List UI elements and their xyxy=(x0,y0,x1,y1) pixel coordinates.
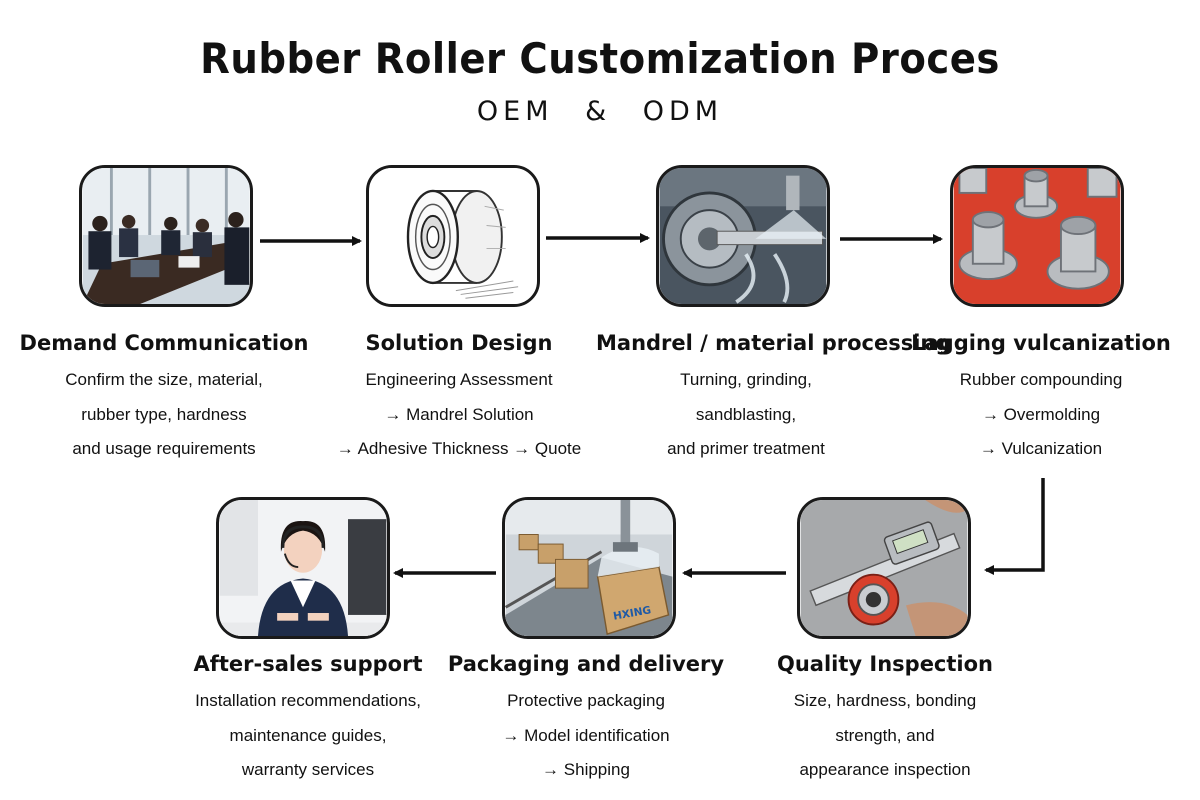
step-description: Engineering Assessment → Mandrel Solutio… xyxy=(309,363,609,467)
caliper-inspection-icon xyxy=(797,497,971,639)
meeting-photo-icon xyxy=(79,165,253,307)
step-description: Protective packaging → Model identificat… xyxy=(436,684,736,788)
roller-sketch-icon xyxy=(366,165,540,307)
step-description-line: Protective packaging xyxy=(507,691,665,710)
step-description-line: Engineering Assessment xyxy=(365,370,553,389)
step-description-line: appearance inspection xyxy=(799,760,971,779)
step-description-line: rubber type, hardness xyxy=(81,404,247,424)
page-subtitle: OEM & ODM xyxy=(476,96,724,127)
support-agent-icon xyxy=(216,497,390,639)
step-description-line: Confirm the size, material, xyxy=(65,370,263,389)
step-description-line: → Adhesive Thickness → Quote xyxy=(336,439,582,458)
packaging-line-icon: HXING xyxy=(502,497,676,639)
step-description: Rubber compounding → Overmolding → Vulca… xyxy=(891,363,1191,467)
step-title: Packaging and delivery xyxy=(447,652,725,676)
step-description: Turning, grinding, sandblasting, and pri… xyxy=(596,363,896,467)
step-description-line: → Mandrel Solution xyxy=(384,404,534,424)
step-title: Mandrel / material processing xyxy=(596,331,951,355)
step-description-line: strength, and xyxy=(835,725,935,745)
step-description-line: Rubber compounding xyxy=(959,370,1123,389)
vulcanized-rollers-icon xyxy=(950,165,1124,307)
step-description-line: and primer treatment xyxy=(667,439,825,458)
step-description-line: → Vulcanization xyxy=(979,439,1103,458)
step-description-line: and usage requirements xyxy=(72,439,256,458)
step-description-line: warranty services xyxy=(241,760,375,779)
step-description-line: Size, hardness, bonding xyxy=(793,691,977,710)
step-description: Installation recommendations, maintenanc… xyxy=(158,684,458,788)
step-description: Confirm the size, material, rubber type,… xyxy=(14,363,314,467)
step-title: Solution Design xyxy=(365,331,553,355)
page-title: Rubber Roller Customization Proces xyxy=(200,34,1000,83)
step-title: Quality Inspection xyxy=(776,652,993,676)
step-description-line: Installation recommendations, xyxy=(195,691,421,710)
step-description-line: sandblasting, xyxy=(695,404,797,424)
step-title: After-sales support xyxy=(193,652,423,676)
step-description-line: maintenance guides, xyxy=(229,725,387,745)
step-title: Lagging vulcanization xyxy=(911,331,1171,355)
arrow-step4-to-step5 xyxy=(984,478,1045,575)
step-description-line: Turning, grinding, xyxy=(680,370,812,389)
step-title: Demand Communication xyxy=(19,331,309,355)
step-description: Size, hardness, bonding strength, and ap… xyxy=(735,684,1035,788)
step-description-line: → Shipping xyxy=(542,760,630,779)
step-description-line: → Model identification xyxy=(502,725,670,745)
step-description-line: → Overmolding xyxy=(981,404,1101,424)
lathe-machining-icon xyxy=(656,165,830,307)
